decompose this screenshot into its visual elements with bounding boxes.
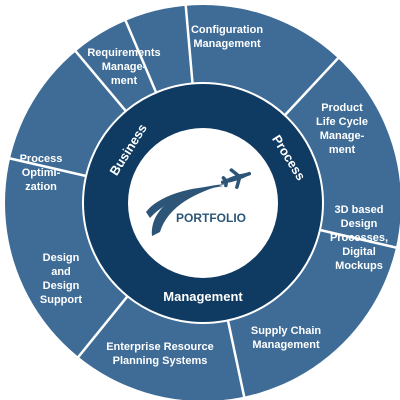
segment-separator [76, 295, 129, 360]
segment-label-line: Configuration [191, 24, 263, 36]
segment-label-line: Planning Systems [113, 355, 208, 367]
segment-label-line: Supply Chain [251, 325, 322, 337]
segment-label-line: Support [40, 294, 82, 306]
segment-label-line: Design [341, 218, 378, 230]
segment-label-line: ment [111, 75, 138, 87]
portfolio-logo: PORTFOLIO [146, 168, 252, 236]
segment-label-line: 3D based [335, 204, 384, 216]
segment-label-line: Optimi- [22, 167, 61, 179]
segment-separators [7, 3, 399, 399]
logo-text: PORTFOLIO [176, 211, 246, 225]
segment-separator [123, 18, 158, 94]
segment-label-line: Digital [342, 246, 376, 258]
segment-label-line: ment [329, 144, 356, 156]
segment-label-line: Process [20, 153, 63, 165]
inner-label-management: Management [163, 289, 243, 304]
segment-label-line: Requirements [87, 47, 160, 59]
segment-label-line: Product [321, 102, 363, 114]
segment-label-line: Life Cycle [316, 116, 368, 128]
segment-separator [73, 48, 127, 112]
segment-label-line: Management [193, 38, 261, 50]
segment-label-line: Processes, [330, 232, 388, 244]
center-disc [128, 128, 278, 278]
segment-separator [226, 320, 246, 399]
logo-swoosh-upper [151, 184, 226, 236]
segment-label-line: Enterprise Resource [106, 341, 214, 353]
airplane-icon [220, 168, 252, 189]
segment-label-line: Manage- [320, 130, 365, 142]
segment-separator [283, 55, 341, 117]
segment-label-line: Design [43, 280, 80, 292]
segment-label-line: Manage- [102, 61, 147, 73]
segment-label-line: Design [43, 252, 80, 264]
segment-label-line: Mockups [335, 260, 383, 272]
segment-separator [184, 3, 194, 84]
logo-swoosh-lower [146, 186, 224, 218]
segment-label-line: and [51, 266, 71, 278]
segment-label-line: Management [252, 339, 320, 351]
segment-separator [319, 228, 399, 250]
segment-separator [7, 156, 87, 178]
segment-label-line: zation [25, 181, 57, 193]
